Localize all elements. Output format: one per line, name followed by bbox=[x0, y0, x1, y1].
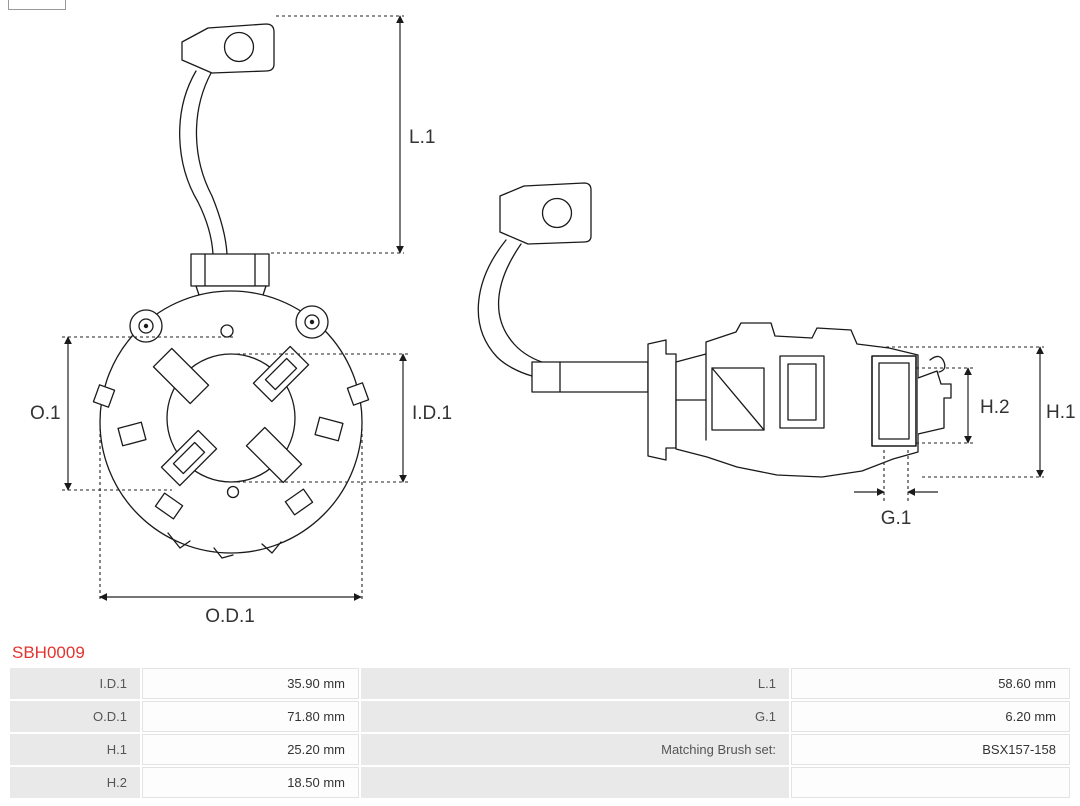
spec-label: G.1 bbox=[361, 701, 789, 732]
dim-label-h2: H.2 bbox=[980, 397, 1010, 418]
spec-label: L.1 bbox=[361, 668, 789, 699]
spec-value: 58.60 mm bbox=[791, 668, 1070, 699]
spec-label: H.1 bbox=[10, 734, 140, 765]
spec-label: I.D.1 bbox=[10, 668, 140, 699]
spec-value: 6.20 mm bbox=[791, 701, 1070, 732]
tab-hole-side bbox=[541, 197, 573, 229]
side-view-figure bbox=[477, 182, 952, 478]
spec-label: O.D.1 bbox=[10, 701, 140, 732]
spec-label: Matching Brush set: bbox=[361, 734, 789, 765]
front-view-dimensions: L.1 O.1 I.D.1 O.D.1 bbox=[30, 15, 452, 627]
part-number: SBH0009 bbox=[12, 643, 85, 662]
spec-value bbox=[791, 767, 1070, 798]
front-view-figure bbox=[92, 23, 370, 559]
spec-value: 18.50 mm bbox=[142, 767, 359, 798]
dim-label-h1: H.1 bbox=[1046, 402, 1076, 423]
spec-value: 35.90 mm bbox=[142, 668, 359, 699]
corner-placeholder-box bbox=[8, 0, 66, 10]
dim-label-l1: L.1 bbox=[409, 127, 435, 148]
dim-label-g1: G.1 bbox=[881, 508, 912, 529]
dim-label-o1: O.1 bbox=[30, 403, 61, 424]
tab-hole bbox=[223, 31, 255, 63]
spec-value: 25.20 mm bbox=[142, 734, 359, 765]
spec-label: H.2 bbox=[10, 767, 140, 798]
technical-drawing: L.1 O.1 I.D.1 O.D.1 bbox=[30, 15, 1076, 627]
dim-label-id1: I.D.1 bbox=[412, 403, 452, 424]
spec-value: BSX157-158 bbox=[791, 734, 1070, 765]
spec-table: I.D.1 35.90 mm L.1 58.60 mm O.D.1 71.80 … bbox=[10, 668, 1070, 798]
side-view-dimensions: H.2 H.1 G.1 bbox=[854, 346, 1076, 529]
spec-label bbox=[361, 767, 789, 798]
spec-value: 71.80 mm bbox=[142, 701, 359, 732]
dim-label-od1: O.D.1 bbox=[205, 606, 255, 627]
